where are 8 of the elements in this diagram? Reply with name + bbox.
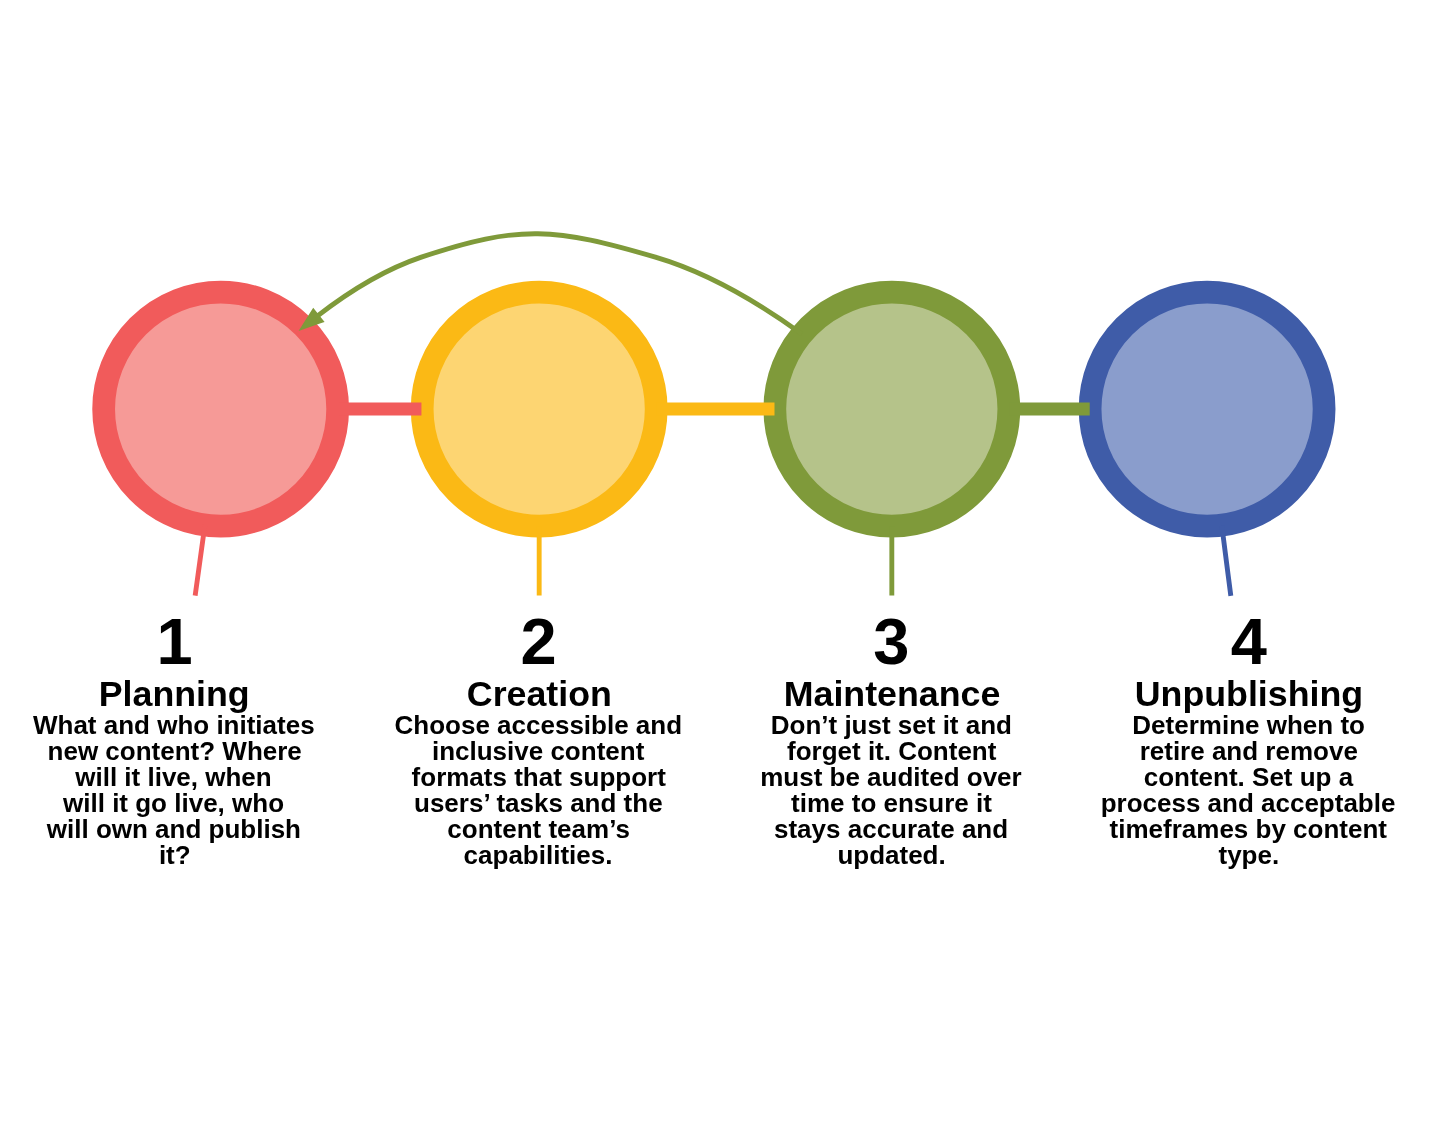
node-circle [92, 280, 350, 537]
node-circle [410, 280, 668, 537]
node-text: 1 Planning What and who initiates new content? Where will it live, when will it go live, who will own and publish it? [32, 604, 315, 870]
node-text: 3 Maintenance Don’t just set it and forget it. Content must be audited over time to ensure it stays accurate and updated. [760, 604, 1022, 870]
node-text: 4 Unpublishing Determine when to retire and remove content. Set up a process and acceptable timeframes by content type. [1100, 604, 1396, 870]
node-circle [1078, 280, 1336, 537]
node-text: 2 Creation Choose accessible and inclusive content formats that support users’ tasks and the content team’s capabilities. [394, 604, 683, 870]
node-circle [763, 280, 1021, 537]
